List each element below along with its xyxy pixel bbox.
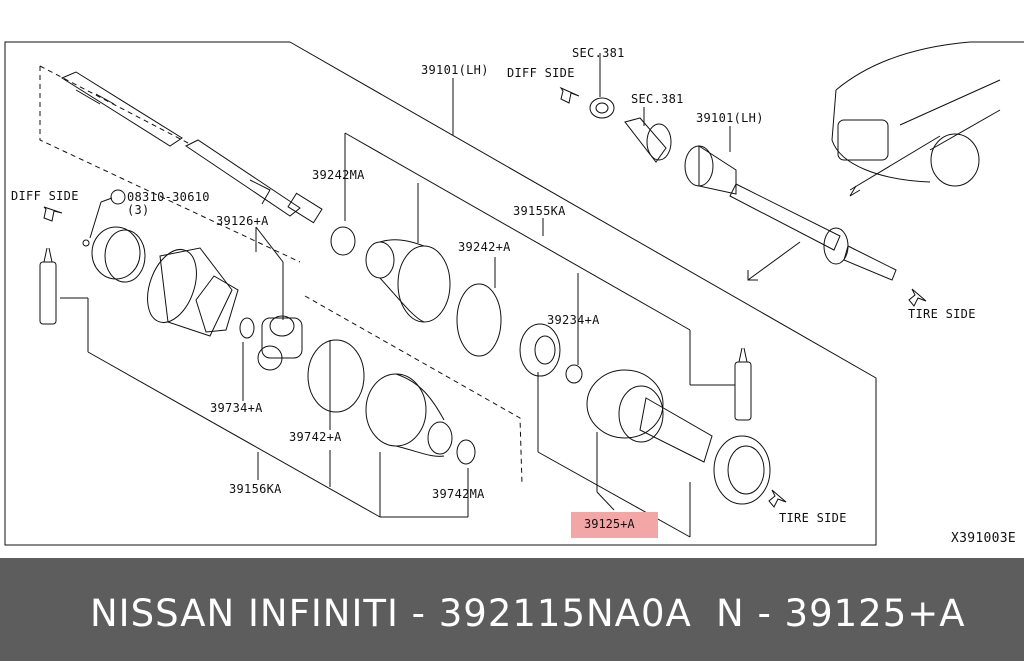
label-sec381-a: SEC.381 [572, 46, 625, 60]
cv-housing-icon [82, 229, 239, 337]
diagram-frame [4, 41, 877, 546]
label-diff-side-left: DIFF SIDE [11, 189, 79, 203]
footer-bar: NISSAN INFINITI - 392115NA0A N - 39125+A [0, 558, 1024, 661]
arrow-icons [43, 86, 927, 508]
halfshaft-icon [589, 97, 897, 281]
s-mark-icon [110, 189, 126, 205]
band-icon-2 [307, 339, 365, 413]
dashed-group-left [39, 66, 301, 263]
band-icon-4 [456, 439, 476, 465]
parts-diagram [4, 41, 1024, 546]
label-39742ma: 39742MA [432, 487, 485, 501]
label-39742a: 39742+A [289, 430, 342, 444]
label-sec381-b: SEC.381 [631, 92, 684, 106]
tripod-icon [257, 315, 303, 371]
dashed-group-boot [304, 295, 523, 485]
label-bolt-number: 08310-30610 [127, 190, 210, 204]
highlighted-part-label[interactable]: 39125+A [571, 512, 658, 538]
label-39101lh-top: 39101(LH) [421, 63, 489, 77]
boot-icon-2 [365, 373, 453, 457]
label-bolt-qty: (3) [127, 203, 150, 217]
snap-ring-icon [239, 317, 255, 339]
label-39734a: 39734+A [210, 401, 263, 415]
label-39234a: 39234+A [547, 313, 600, 327]
label-tire-side-bottom: TIRE SIDE [779, 511, 847, 525]
grease-tube-icon [39, 247, 752, 421]
outer-joint-icon [519, 323, 713, 463]
leader-lines [60, 53, 735, 538]
label-39156ka: 39156KA [229, 482, 282, 496]
shaft-icon [60, 71, 323, 224]
part-39125a-label: 39125+A [584, 517, 635, 531]
circlip-icon [565, 364, 583, 384]
label-diff-side-top: DIFF SIDE [507, 66, 575, 80]
boot-icon [365, 239, 451, 323]
footer-reference: N - 39125+A [716, 592, 966, 635]
label-39101lh-right: 39101(LH) [696, 111, 764, 125]
plate-icon [91, 226, 141, 280]
footer-part-number: NISSAN INFINITI - 392115NA0A [90, 592, 692, 635]
label-tire-side-top: TIRE SIDE [908, 307, 976, 321]
band-icon-3 [456, 283, 502, 357]
label-39242ma: 39242MA [312, 168, 365, 182]
label-39126a: 39126+A [216, 214, 269, 228]
diagram-code: X391003E [950, 531, 1016, 546]
dust-shield-icon [713, 435, 771, 505]
band-icon [330, 226, 356, 256]
label-39155ka: 39155KA [513, 204, 566, 218]
car-icon [831, 41, 1024, 197]
label-39242a: 39242+A [458, 240, 511, 254]
